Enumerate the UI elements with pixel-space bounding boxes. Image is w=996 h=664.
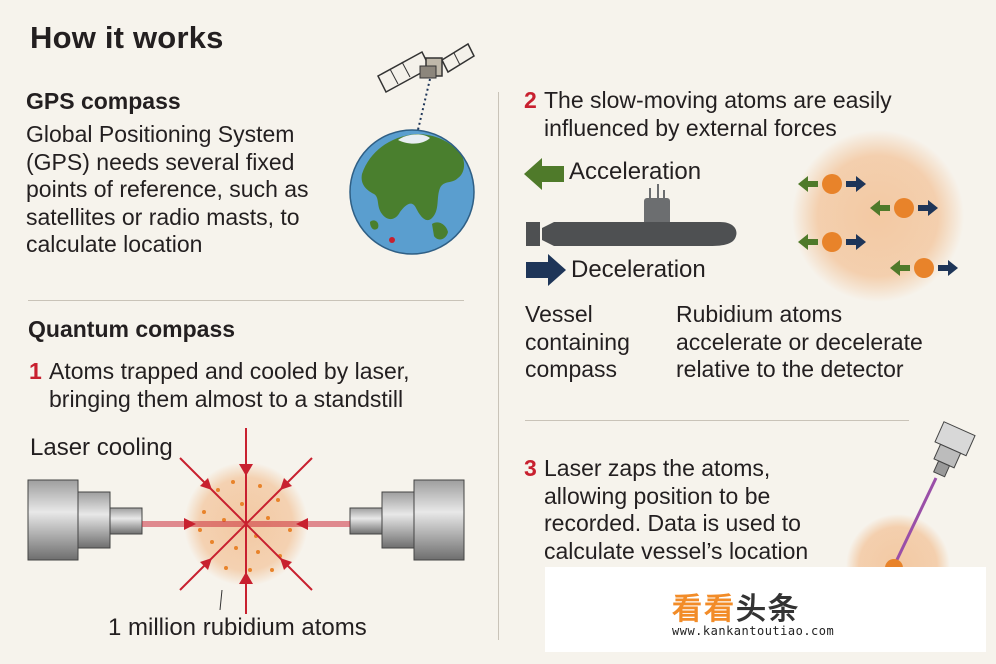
detector-laser-icon bbox=[933, 421, 976, 478]
rubidium-line: Rubidium atoms bbox=[676, 301, 843, 327]
quantum-heading: Quantum compass bbox=[28, 316, 236, 342]
acceleration-arrow-icon bbox=[524, 158, 564, 190]
globe-icon bbox=[349, 129, 475, 255]
left-laser-icon bbox=[27, 479, 143, 561]
laser-cooling-diagram bbox=[27, 428, 465, 614]
step1: 1 Atoms trapped and cooled by laser, bri… bbox=[29, 358, 410, 413]
laser-cooling-label: Laser cooling bbox=[30, 434, 173, 461]
vertical-divider bbox=[498, 92, 499, 640]
step2-number: 2 bbox=[524, 87, 537, 113]
right-laser-icon bbox=[349, 479, 465, 561]
laser-beams bbox=[142, 428, 350, 614]
rubidium-caption: Rubidium atoms accelerate or decelerate … bbox=[676, 301, 923, 384]
section-divider-left bbox=[28, 300, 464, 301]
watermark-logo: 看看头条 bbox=[672, 584, 800, 628]
gps-description: Global Positioning System (GPS) needs se… bbox=[26, 121, 309, 259]
gps-illustration bbox=[349, 42, 475, 255]
step3-number: 3 bbox=[524, 455, 537, 481]
vessel-caption: Vessel containing compass bbox=[525, 301, 630, 384]
step1-line: bringing them almost to a standstill bbox=[49, 385, 404, 412]
vessel-line: containing bbox=[525, 328, 630, 355]
watermark-orange-text: 看看 bbox=[672, 593, 736, 626]
atom-group bbox=[870, 198, 938, 218]
gps-line: calculate location bbox=[26, 231, 203, 257]
step1-line: Atoms trapped and cooled by laser, bbox=[49, 358, 410, 384]
acceleration-label: Acceleration bbox=[569, 158, 702, 185]
gps-heading: GPS compass bbox=[26, 88, 181, 114]
location-dot bbox=[389, 237, 395, 243]
vessel-line: Vessel bbox=[525, 301, 593, 327]
step3-line: recorded. Data is used to bbox=[544, 510, 801, 536]
page-title: How it works bbox=[30, 20, 224, 55]
step2: 2 The slow-moving atoms are easily influ… bbox=[524, 87, 892, 142]
laser-arrowheads bbox=[184, 464, 308, 584]
atom-group bbox=[798, 232, 866, 252]
atoms-label: 1 million rubidium atoms bbox=[108, 614, 367, 641]
step3-line: calculate vessel’s location bbox=[544, 537, 809, 564]
satellite-icon bbox=[377, 42, 475, 94]
watermark-url: www.kankantoutiao.com bbox=[672, 624, 835, 638]
atoms-pointer bbox=[219, 589, 223, 611]
vessel-line: compass bbox=[525, 356, 618, 382]
rubidium-line: relative to the detector bbox=[676, 356, 904, 382]
rubidium-atoms bbox=[198, 480, 292, 572]
step2-line: The slow-moving atoms are easily bbox=[544, 87, 892, 113]
laser-zap-diagram bbox=[846, 421, 976, 618]
gps-line: Global Positioning System bbox=[26, 121, 295, 147]
step3-line: allowing position to be bbox=[544, 482, 771, 509]
deceleration-arrow-icon bbox=[526, 254, 566, 286]
atom-group bbox=[798, 174, 866, 194]
watermark-dark-text: 头条 bbox=[736, 593, 800, 626]
step3: 3 Laser zaps the atoms, allowing positio… bbox=[524, 455, 808, 565]
gps-line: (GPS) needs several fixed bbox=[26, 148, 295, 175]
deceleration-label: Deceleration bbox=[571, 256, 706, 283]
gps-line: points of reference, such as bbox=[26, 176, 309, 202]
atom-group bbox=[890, 258, 958, 278]
submarine-icon bbox=[526, 184, 737, 246]
rubidium-line: accelerate or decelerate bbox=[676, 328, 923, 355]
step1-number: 1 bbox=[29, 358, 42, 384]
step3-line: Laser zaps the atoms, bbox=[544, 455, 771, 481]
vessel-diagram bbox=[524, 158, 737, 286]
zap-beam bbox=[892, 477, 938, 567]
rubidium-forces-diagram bbox=[792, 130, 964, 302]
gps-line: satellites or radio masts, to bbox=[26, 203, 300, 230]
watermark-background bbox=[545, 567, 986, 652]
step2-line: influenced by external forces bbox=[544, 114, 837, 141]
section-divider-right bbox=[525, 420, 909, 421]
